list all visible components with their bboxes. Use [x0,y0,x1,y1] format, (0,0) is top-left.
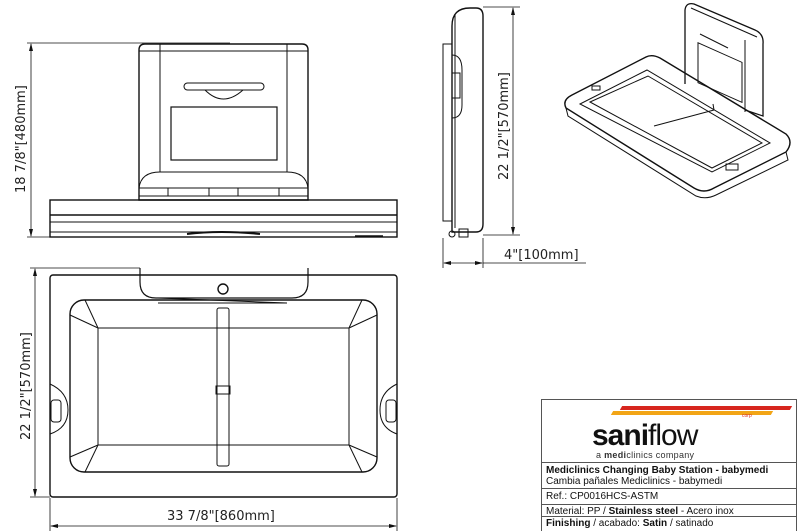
brand-tagline: a mediclinics company [596,450,695,460]
plan-width-label: 33 7/8"[860mm] [167,509,275,524]
logo-corp-label: corp [742,413,752,419]
logo-red-stripe [619,406,793,410]
saniflow-logo: corp saniflow a mediclinics company [542,400,796,462]
finishing-row: Finishing / acabado: Satin / satinado [542,516,796,532]
product-name: Mediclinics Changing Baby Station - baby… [546,465,769,476]
title-block: corp saniflow a mediclinics company Medi… [541,399,797,531]
plan-height-label: 22 1/2"[570mm] [19,332,34,440]
product-name-row: Mediclinics Changing Baby Station - baby… [542,462,796,488]
product-name-es: Cambia pañales Mediclinics - babymedi [546,476,723,487]
isometric-view [564,2,791,199]
brand-name: saniflow [592,419,698,452]
plan-dimensions [30,267,398,531]
side-height-label: 22 1/2"[570mm] [497,72,512,180]
front-height-dimension [27,42,230,238]
side-dimensions [442,6,586,268]
side-depth-label: 4"[100mm] [504,248,579,263]
reference-row: Ref.: CP0016HCS-ASTM [542,488,796,504]
side-view [442,7,484,238]
front-view [49,43,398,238]
front-height-label: 18 7/8"[480mm] [14,85,29,193]
plan-view [49,268,398,498]
reference-code: Ref.: CP0016HCS-ASTM [546,491,659,502]
material-row: Material: PP / Stainless steel - Acero i… [542,504,796,517]
